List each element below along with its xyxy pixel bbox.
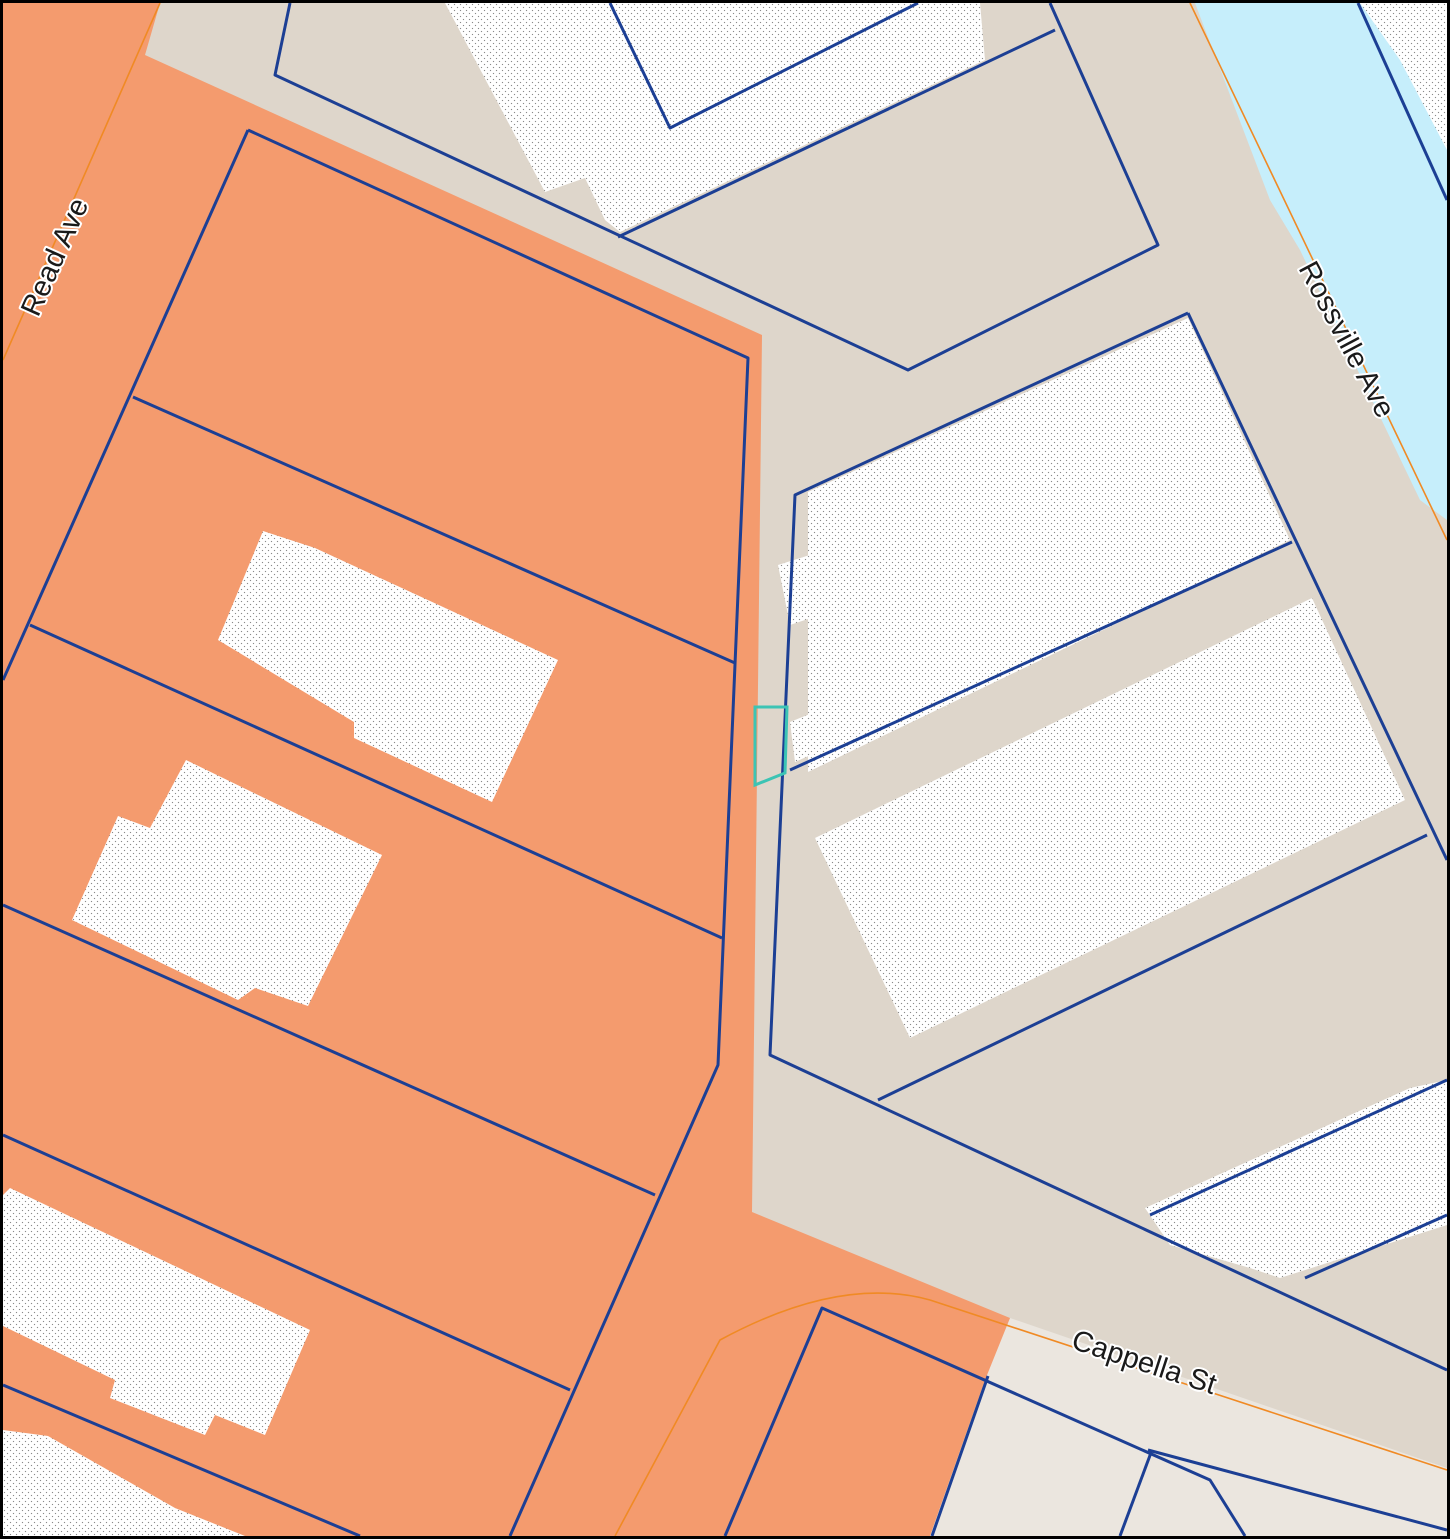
building-footprint-icon [3, 1430, 245, 1536]
building-footprint-icon [1145, 1080, 1447, 1278]
parcel-line [617, 28, 1056, 239]
parcel-line [132, 395, 736, 665]
parcel-line [3, 903, 656, 1197]
parcel-boundaries [3, 3, 1447, 1536]
parcel-line [1147, 1448, 1447, 1532]
parcel-line [1304, 1213, 1447, 1280]
building-footprint-icon [790, 688, 885, 762]
water-body [1195, 3, 1447, 520]
zone-residential-area [930, 1318, 1447, 1536]
parcel-map[interactable]: Read Ave Rossville Ave Cappella St [3, 3, 1447, 1536]
parcel-line [1149, 1078, 1447, 1217]
building-footprint-icon [218, 531, 558, 802]
building-footprint-icon [3, 1188, 310, 1435]
parcel-line [608, 3, 919, 130]
parcel-line [29, 623, 723, 940]
parcel-line [877, 833, 1428, 1102]
parcel-line [723, 1306, 1247, 1536]
parcel-line [3, 1133, 571, 1392]
street-centerline-cappella-st [614, 1292, 1447, 1536]
parcel-line [247, 128, 750, 1536]
parcel-line [1186, 312, 1447, 861]
parcel-line [789, 540, 1293, 772]
parcel-line [930, 1375, 990, 1536]
parcel-line [1356, 3, 1447, 201]
parcel-line [273, 3, 1160, 372]
building-footprints [3, 3, 1447, 1536]
building-footprint-icon [808, 318, 1290, 772]
building-footprint-icon [445, 3, 985, 232]
street-centerline-read-ave [3, 3, 161, 361]
parcel-line [1118, 1449, 1154, 1536]
parcel-line [3, 1383, 361, 1536]
building-footprint-icon [815, 598, 1405, 1038]
parcel-line [3, 129, 250, 681]
street-centerline-rossville-ave [1189, 3, 1447, 541]
selected-parcel-icon[interactable] [753, 705, 789, 788]
building-footprint-icon [1360, 3, 1447, 150]
street-centerlines [3, 3, 1447, 1536]
building-footprint-icon [72, 760, 382, 1006]
